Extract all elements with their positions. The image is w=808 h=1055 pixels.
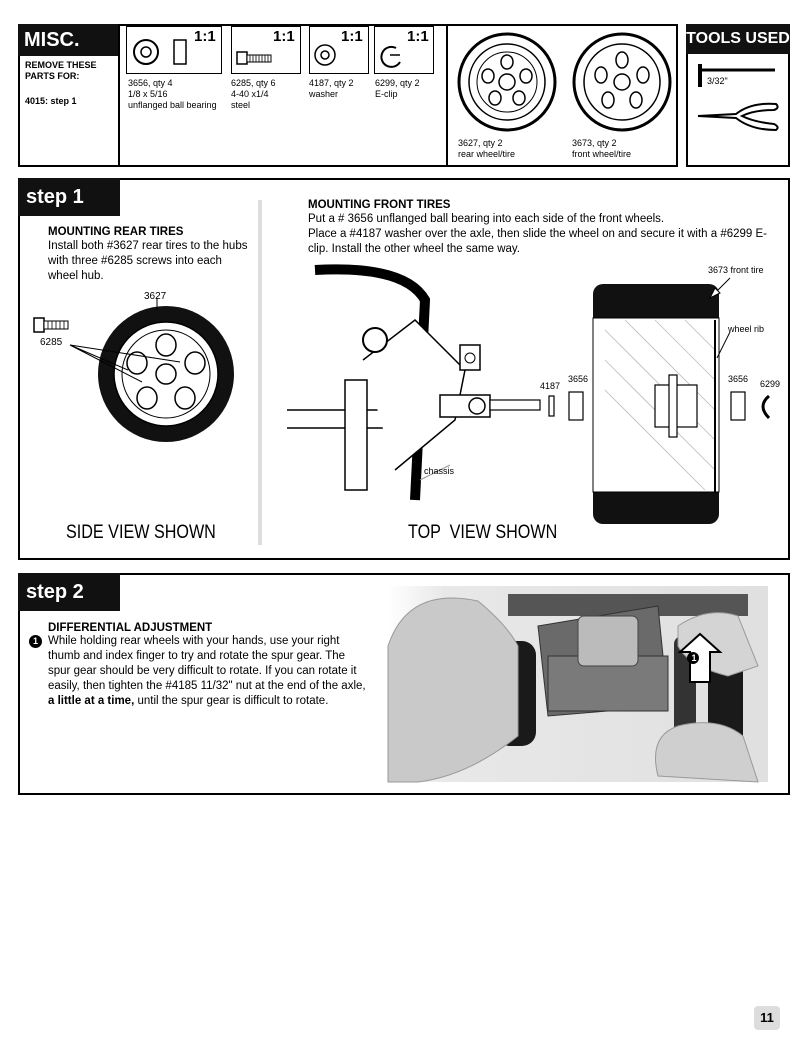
part-label: 6299, qty 2 E-clip xyxy=(375,78,420,99)
part-ratio: 1:1 xyxy=(194,28,216,45)
pliers-icon xyxy=(697,102,779,132)
wheel-label: 3673, qty 2 front wheel/tire xyxy=(572,138,632,159)
differential-text: While holding rear wheels with your hand… xyxy=(48,635,366,707)
part-cell-4187 xyxy=(309,26,369,74)
step2-marker: 1 xyxy=(29,635,42,648)
front-assembly-diagram xyxy=(287,264,771,530)
screw-label: 6285 xyxy=(40,337,63,348)
side-view-caption: SIDE VIEW SHOWN xyxy=(66,522,216,543)
bearing-3656-label: 3656 xyxy=(728,374,749,384)
misc-bag-title: MISC. BAG xyxy=(18,24,118,83)
part-cell-3656 xyxy=(126,26,222,74)
part-cell-6299 xyxy=(374,26,434,74)
e-clip-icon xyxy=(380,45,401,68)
top-view-caption: TOP VIEW SHOWN xyxy=(408,522,558,543)
wheel-label: 3627, qty 2 rear wheel/tire xyxy=(458,138,516,159)
chassis-label: chassis xyxy=(424,466,455,476)
wheel-rib-label: wheel rib xyxy=(728,324,765,334)
front-tires-text-2: Place a #4187 washer over the axle, then… xyxy=(308,228,768,255)
hex-wrench-label: 3/32" xyxy=(707,76,728,86)
part-label: 4187, qty 2 washer xyxy=(309,78,354,99)
part-ratio: 1:1 xyxy=(341,28,363,45)
page-number: 11 xyxy=(754,1006,780,1030)
part-label: 6285, qty 6 4-40 x1/4 steel xyxy=(231,78,276,110)
step-reference: 4015: step 1 xyxy=(25,96,77,106)
part-cell-6285 xyxy=(231,26,301,74)
differential-photo xyxy=(387,586,768,783)
front-tire-label: 3673 front tire xyxy=(708,265,764,275)
step1-divider xyxy=(258,200,262,545)
washer-4187-label: 4187 xyxy=(540,381,561,391)
bearing-3656-label: 3656 xyxy=(568,374,589,384)
front-tires-heading: MOUNTING FRONT TIRES xyxy=(308,199,451,211)
ball-bearing-icon xyxy=(133,39,187,65)
front-wheel-icon xyxy=(572,32,672,132)
tools-title: TOOLS USED xyxy=(686,24,790,54)
part-ratio: 1:1 xyxy=(273,28,295,45)
step2-title: step 2 xyxy=(18,573,120,611)
rear-wheel-diagram xyxy=(33,298,234,442)
misc-bag-divider xyxy=(118,24,120,167)
photo-marker: 1 xyxy=(691,653,697,663)
differential-heading: DIFFERENTIAL ADJUSTMENT xyxy=(48,622,213,634)
part-ratio: 1:1 xyxy=(407,28,429,45)
front-tires-text-1: Put a # 3656 unflanged ball bearing into… xyxy=(308,213,665,225)
rear-wheel-label: 3627 xyxy=(144,291,167,302)
rear-tires-text: Install both #3627 rear tires to the hub… xyxy=(48,240,248,282)
remove-parts-label: REMOVE THESE PARTS FOR: xyxy=(25,60,97,81)
part-label: 3656, qty 4 1/8 x 5/16 unflanged ball be… xyxy=(128,78,217,110)
step1-title: step 1 xyxy=(18,178,120,216)
hex-wrench-icon xyxy=(698,64,775,87)
screw-icon xyxy=(236,51,272,65)
washer-icon xyxy=(314,44,336,66)
rear-wheel-icon xyxy=(457,32,557,132)
rear-tires-heading: MOUNTING REAR TIRES xyxy=(48,226,184,238)
e-clip-6299-label: 6299 xyxy=(760,379,781,389)
